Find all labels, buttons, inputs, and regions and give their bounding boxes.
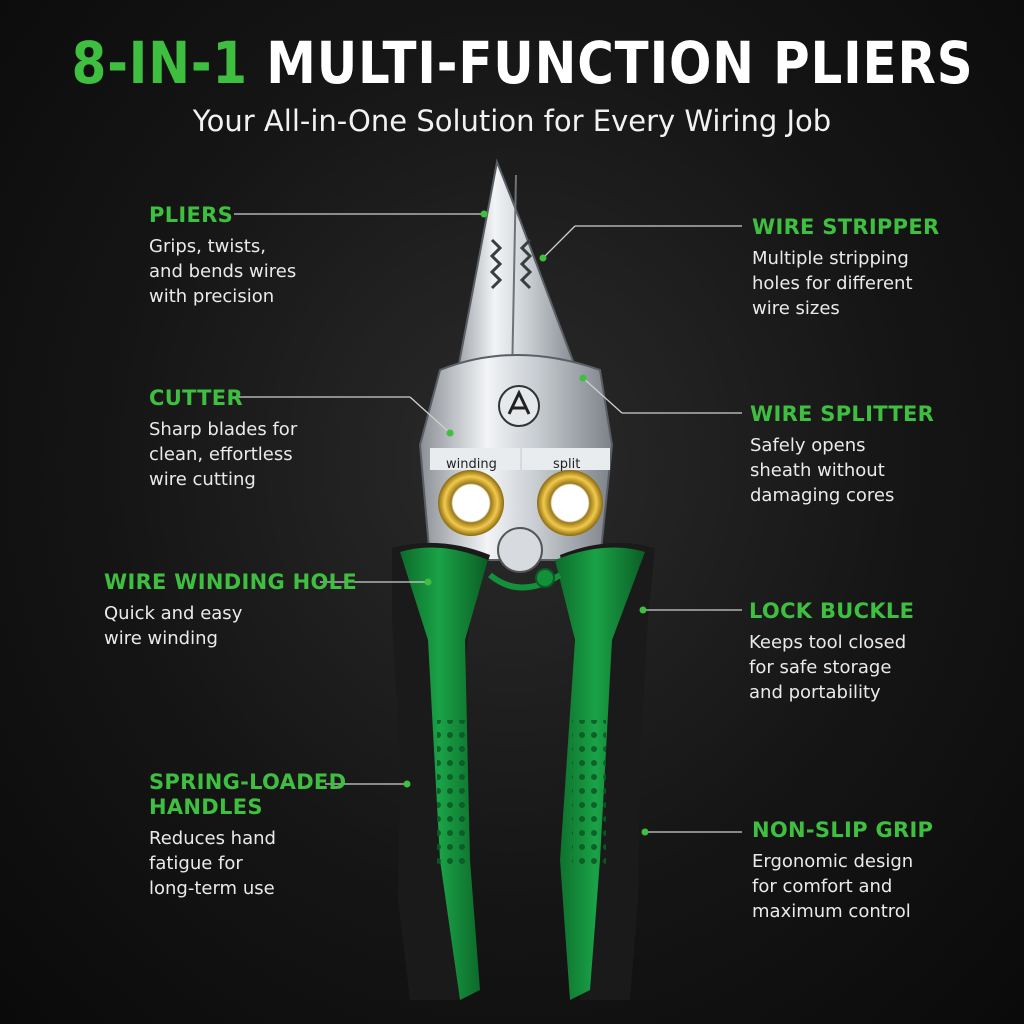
lock-buckle (488, 568, 562, 591)
callout-non-slip-grip: NON-SLIP GRIP Ergonomic design for comfo… (752, 818, 982, 924)
callout-wire-splitter: WIRE SPLITTER Safely opens sheath withou… (750, 402, 980, 508)
callout-desc: Sharp blades for clean, effortless wire … (149, 419, 298, 490)
plier-body: winding split (418, 354, 614, 573)
callout-wire-winding-hole: WIRE WINDING HOLE Quick and easy wire wi… (104, 570, 357, 651)
left-handle (392, 542, 490, 1000)
callout-desc: Keeps tool closed for safe storage and p… (749, 632, 907, 703)
leader-lines (234, 213, 742, 833)
callout-title: WIRE SPLITTER (750, 402, 935, 426)
callout-pliers: PLIERS Grips, twists, and bends wires wi… (149, 203, 379, 309)
split-hole-ring (537, 470, 603, 536)
right-handle (555, 542, 655, 1000)
callout-lock-buckle: LOCK BUCKLE Keeps tool closed for safe s… (749, 599, 979, 705)
winding-label: winding (446, 457, 497, 472)
page-title: 8-IN-1 MULTI-FUNCTION PLIERS (71, 28, 973, 98)
page-subtitle: Your All-in-One Solution for Every Wirin… (192, 104, 832, 138)
callout-cutter: CUTTER Sharp blades for clean, effortles… (149, 386, 379, 492)
callout-desc: Ergonomic design for comfort and maximum… (752, 851, 914, 922)
callout-desc: Quick and easy wire winding (104, 603, 243, 649)
callout-title: SPRING-LOADED HANDLES (149, 770, 347, 819)
callout-desc: Reduces hand fatigue for long-term use (149, 828, 276, 899)
split-label: split (553, 457, 580, 472)
callout-wire-stripper: WIRE STRIPPER Multiple stripping holes f… (752, 215, 982, 321)
callout-title: CUTTER (149, 386, 243, 410)
callout-title: WIRE STRIPPER (752, 215, 940, 239)
leader-dots (403, 210, 649, 836)
callout-spring-loaded-handles: SPRING-LOADED HANDLES Reduces hand fatig… (149, 770, 379, 901)
callout-desc: Grips, twists, and bends wires with prec… (149, 236, 297, 307)
callout-desc: Multiple stripping holes for different w… (752, 248, 913, 319)
callout-desc: Safely opens sheath without damaging cor… (750, 435, 895, 506)
title-accent: 8-IN-1 (71, 29, 248, 97)
title-main: MULTI-FUNCTION PLIERS (266, 29, 974, 97)
callout-title: PLIERS (149, 203, 234, 227)
callout-title: NON-SLIP GRIP (752, 818, 934, 842)
winding-hole-ring (438, 470, 504, 536)
callout-title: WIRE WINDING HOLE (104, 570, 357, 594)
callout-title: LOCK BUCKLE (749, 599, 915, 623)
